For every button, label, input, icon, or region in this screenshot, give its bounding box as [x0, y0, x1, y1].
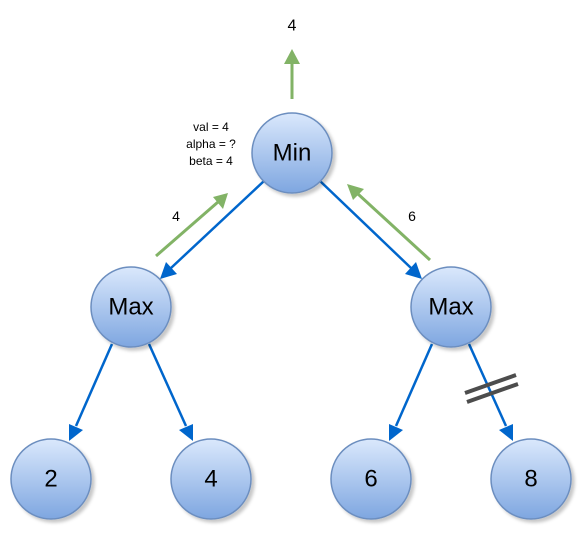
edge-left-max-leaf-1: [74, 343, 114, 427]
node-leaf-4-label: 8: [524, 466, 537, 493]
edge-right-max-leaf-4-arrowhead: [499, 424, 513, 441]
edge-root-left-max-arrowhead: [160, 262, 177, 279]
edge-left-max-leaf-2: [147, 343, 188, 427]
left-return-arrow: [155, 200, 219, 258]
left-return-value: 4: [172, 208, 180, 224]
right-return-arrow: [356, 192, 432, 262]
prune-mark-line-1: [464, 373, 517, 395]
right-return-arrowhead: [347, 184, 364, 200]
node-leaf-3: 6: [330, 438, 412, 520]
tree-edges: [69, 180, 513, 441]
node-root: Min: [251, 112, 333, 194]
root-annotation: val = 4 alpha = ? beta = 4: [186, 120, 236, 168]
left-return-arrowhead: [213, 193, 228, 209]
return-arrows: [155, 49, 432, 262]
node-right-max-circle: [410, 266, 492, 348]
node-left-max: Max: [90, 266, 172, 348]
edge-root-right-max: [319, 180, 412, 269]
node-root-circle: [251, 112, 333, 194]
right-return-value: 6: [408, 208, 416, 224]
node-leaf-3-label: 6: [364, 466, 377, 493]
node-leaf-2: 4: [170, 438, 252, 520]
edge-left-max-leaf-2-arrowhead: [179, 424, 193, 441]
root-result-arrowhead: [284, 49, 300, 64]
edge-right-max-leaf-3-arrowhead: [389, 424, 403, 441]
annotation-alpha: alpha = ?: [186, 137, 236, 151]
edge-right-max-leaf-3: [394, 343, 434, 427]
node-leaf-2-label: 4: [204, 466, 217, 493]
node-leaf-3-circle: [330, 438, 412, 520]
prune-mark: [464, 373, 519, 404]
node-right-max: Max: [410, 266, 492, 348]
node-right-max-label: Max: [428, 294, 473, 321]
annotation-beta: beta = 4: [189, 154, 233, 168]
edge-root-left-max: [170, 180, 265, 269]
node-leaf-4: 8: [490, 438, 572, 520]
annotation-val: val = 4: [193, 120, 229, 134]
node-left-max-circle: [90, 266, 172, 348]
node-leaf-1: 2: [10, 438, 92, 520]
edge-left-max-leaf-1-arrowhead: [69, 424, 83, 441]
node-leaf-4-circle: [490, 438, 572, 520]
node-leaf-1-label: 2: [44, 466, 57, 493]
node-root-label: Min: [273, 140, 312, 167]
node-leaf-1-circle: [10, 438, 92, 520]
node-left-max-label: Max: [108, 294, 153, 321]
root-result-value: 4: [288, 18, 297, 35]
prune-mark-line-2: [466, 382, 519, 404]
edge-root-right-max-arrowhead: [405, 262, 422, 279]
node-leaf-2-circle: [170, 438, 252, 520]
